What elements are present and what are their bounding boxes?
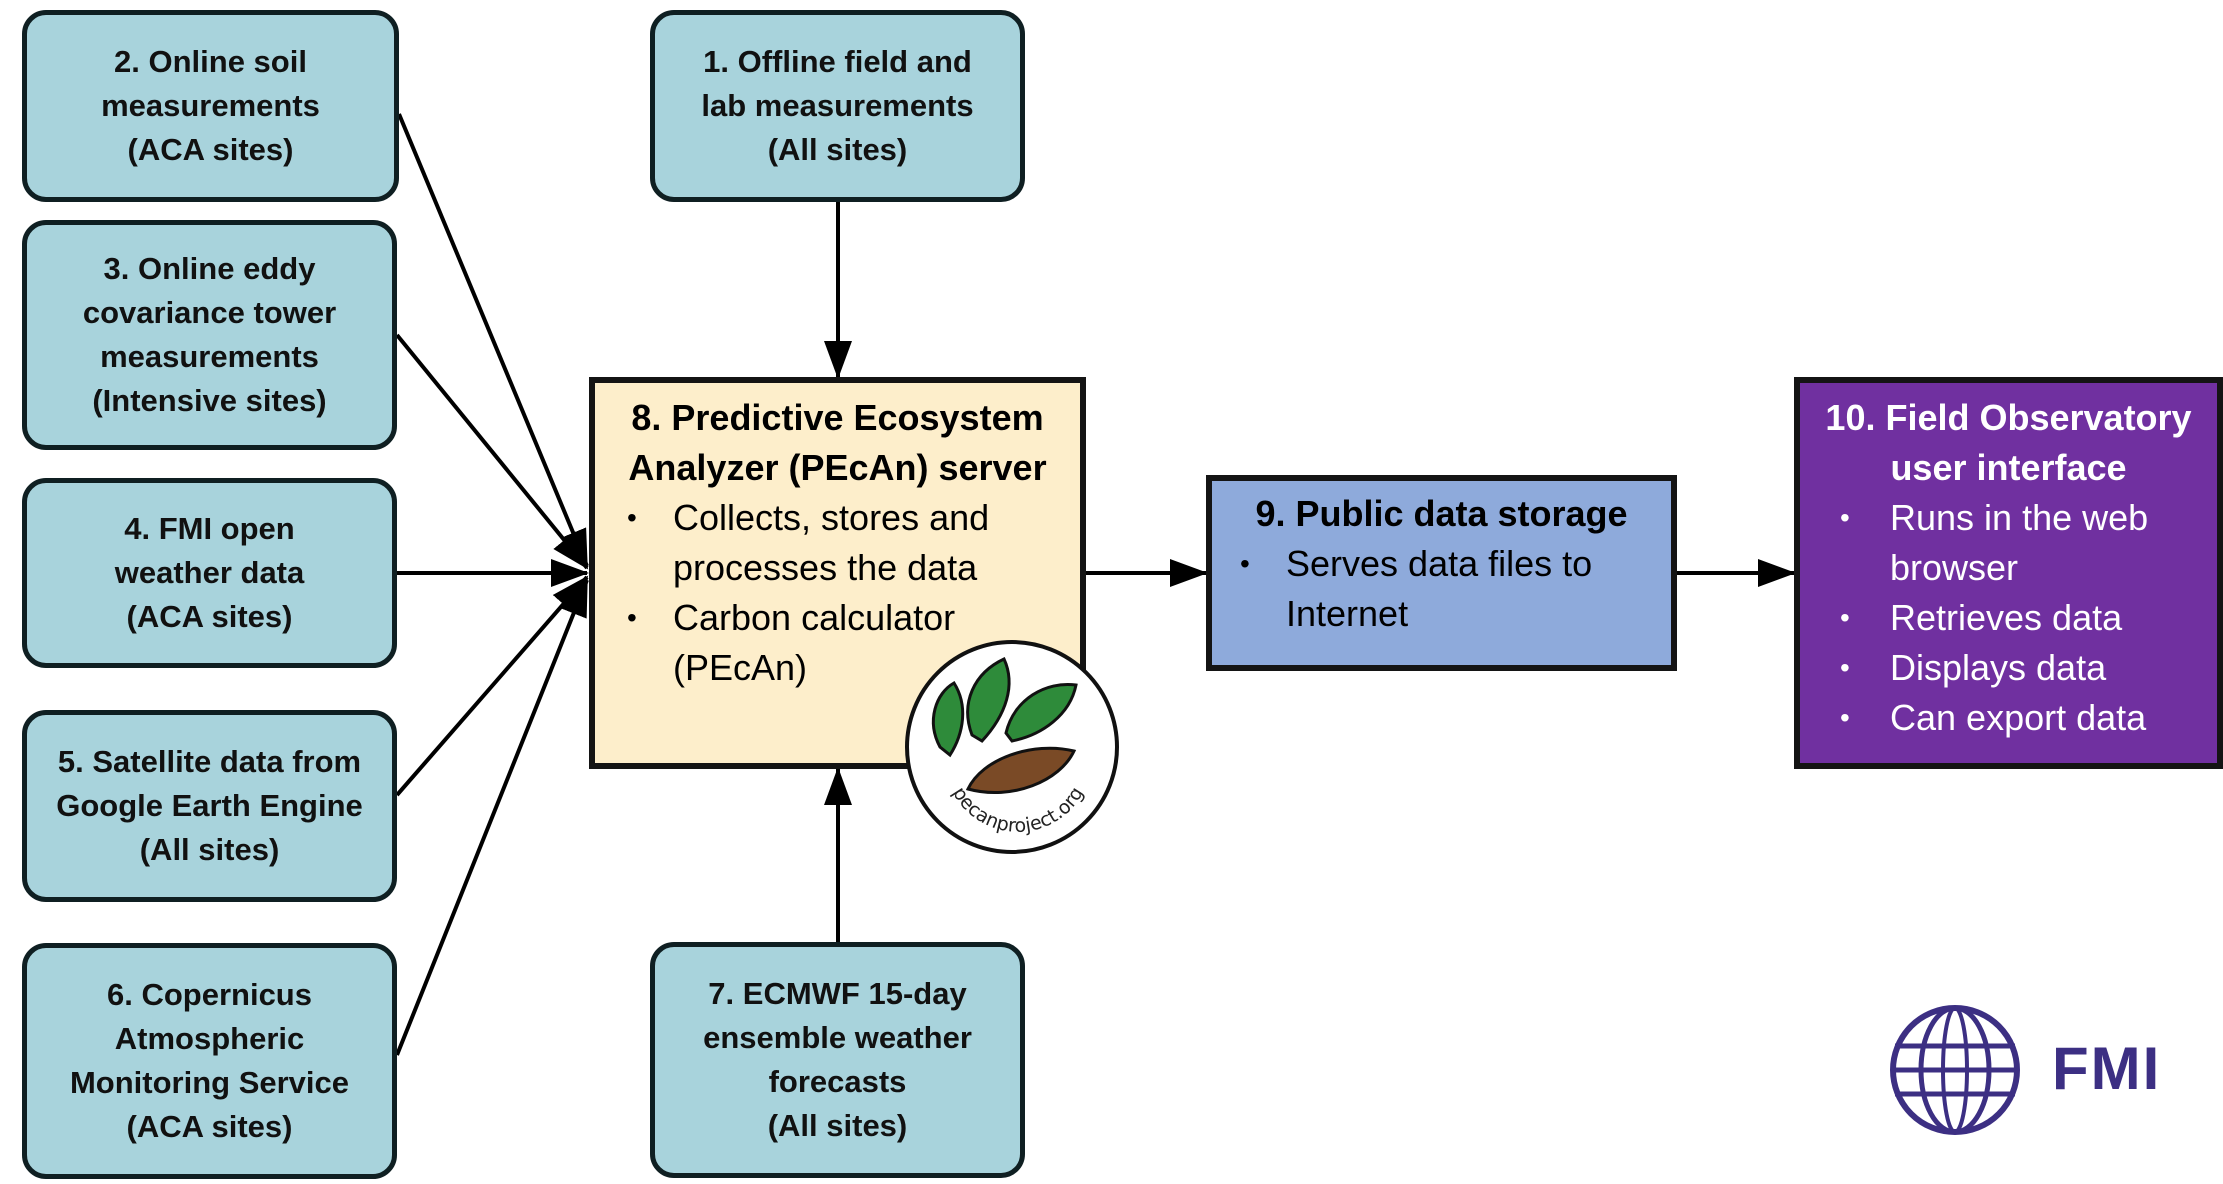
leaf-icon: [1004, 682, 1078, 743]
seed-icon: [965, 746, 1077, 794]
label-line: (All sites): [139, 832, 280, 867]
label-line: Monitoring Service: [69, 1065, 350, 1100]
bullet-line: Internet: [1286, 593, 1409, 634]
node-ecmwf-forecasts: 7. ECMWF 15-day ensemble weather forecas…: [650, 942, 1025, 1178]
bullet-line: browser: [1890, 547, 2019, 588]
label-line: (ACA sites): [126, 599, 293, 634]
bullet-item: Carbon calculator (PEcAn): [619, 593, 1056, 693]
label-line: 3. Online eddy: [103, 251, 316, 286]
label-line: measurements: [101, 88, 320, 123]
edge-n6-n8: [395, 578, 589, 1056]
edge-n2-n8: [397, 113, 589, 568]
node-label: 5. Satellite data from Google Earth Engi…: [56, 740, 363, 872]
node-label: 6. Copernicus Atmospheric Monitoring Ser…: [70, 973, 349, 1149]
title-line: user interface: [1890, 447, 2127, 488]
bullet-line: Retrieves data: [1890, 597, 2123, 638]
label-line: (ACA sites): [127, 132, 294, 167]
bullet-item: Serves data files to Internet: [1232, 539, 1651, 639]
bullet-line: Displays data: [1890, 647, 2107, 688]
label-line: (All sites): [767, 1108, 908, 1143]
node-online-soil: 2. Online soil measurements (ACA sites): [22, 10, 399, 202]
fmi-logo: FMI: [1885, 1000, 2190, 1140]
label-line: (ACA sites): [126, 1109, 293, 1144]
label-line: 5. Satellite data from: [57, 744, 362, 779]
node-label: 1. Offline field and lab measurements (A…: [701, 40, 973, 172]
leaf-icon: [931, 681, 965, 758]
node-label: 3. Online eddy covariance tower measurem…: [83, 247, 336, 423]
title-line: Analyzer (PEcAn) server: [628, 447, 1047, 488]
label-line: 2. Online soil: [114, 44, 307, 79]
bullet-item: Collects, stores and processes the data: [619, 493, 1056, 593]
label-line: 1. Offline field and: [703, 44, 972, 79]
label-line: Google Earth Engine: [56, 788, 363, 823]
bullet-line: (PEcAn): [673, 647, 808, 688]
node-label: 4. FMI open weather data (ACA sites): [115, 507, 305, 639]
node-eddy-covariance: 3. Online eddy covariance tower measurem…: [22, 220, 397, 450]
node-copernicus: 6. Copernicus Atmospheric Monitoring Ser…: [22, 943, 397, 1179]
node-label: 2. Online soil measurements (ACA sites): [101, 40, 320, 172]
edge-n5-n8: [395, 575, 589, 797]
node-title: 9. Public data storage: [1255, 493, 1628, 534]
bullet-line: processes the data: [673, 547, 978, 588]
leaf-icon: [966, 657, 1011, 743]
node-offline-measurements: 1. Offline field and lab measurements (A…: [650, 10, 1025, 202]
node-field-observatory-ui: 10. Field Observatory user interface Run…: [1794, 377, 2223, 769]
node-pecan-server: 8. Predictive Ecosystem Analyzer (PEcAn)…: [589, 377, 1086, 769]
label-line: 7. ECMWF 15-day: [708, 976, 967, 1011]
pecan-project-logo: pecanproject.org: [905, 640, 1119, 854]
node-title: 10. Field Observatory user interface: [1820, 393, 2197, 493]
bullet-line: Collects, stores and: [673, 497, 990, 538]
bullet-list: Collects, stores and processes the data …: [619, 493, 1056, 693]
label-line: (Intensive sites): [92, 383, 327, 418]
bullet-line: Runs in the web: [1890, 497, 2149, 538]
edge-n3-n8: [395, 333, 589, 570]
label-line: (All sites): [767, 132, 908, 167]
bullet-line: Serves data files to: [1286, 543, 1593, 584]
label-line: weather data: [114, 555, 305, 590]
label-line: Atmospheric: [114, 1021, 305, 1056]
bullet-line: Carbon calculator: [673, 597, 956, 638]
label-line: ensemble weather: [703, 1020, 972, 1055]
bullet-list: Runs in the web browser Retrieves data D…: [1820, 493, 2197, 743]
bullet-item: Retrieves data: [1820, 593, 2197, 643]
node-public-storage: 9. Public data storage Serves data files…: [1206, 475, 1677, 671]
bullet-item: Runs in the web browser: [1820, 493, 2197, 593]
bullet-item: Displays data: [1820, 643, 2197, 693]
bullet-list: Serves data files to Internet: [1232, 539, 1651, 639]
title-line: 8. Predictive Ecosystem: [631, 397, 1044, 438]
label-line: forecasts: [768, 1064, 907, 1099]
label-line: measurements: [100, 339, 319, 374]
node-fmi-weather: 4. FMI open weather data (ACA sites): [22, 478, 397, 668]
bullet-line: Can export data: [1890, 697, 2147, 738]
label-line: lab measurements: [701, 88, 974, 123]
fmi-globe-icon: [1890, 1005, 2020, 1135]
node-label: 7. ECMWF 15-day ensemble weather forecas…: [703, 972, 972, 1148]
label-line: 4. FMI open: [124, 511, 295, 546]
node-title: 8. Predictive Ecosystem Analyzer (PEcAn)…: [619, 393, 1056, 493]
label-line: covariance tower: [82, 295, 337, 330]
node-satellite-data: 5. Satellite data from Google Earth Engi…: [22, 710, 397, 902]
label-line: 6. Copernicus: [106, 977, 312, 1012]
fmi-wordmark: FMI: [2052, 1035, 2162, 1102]
bullet-item: Can export data: [1820, 693, 2197, 743]
title-line: 10. Field Observatory: [1825, 397, 2192, 438]
